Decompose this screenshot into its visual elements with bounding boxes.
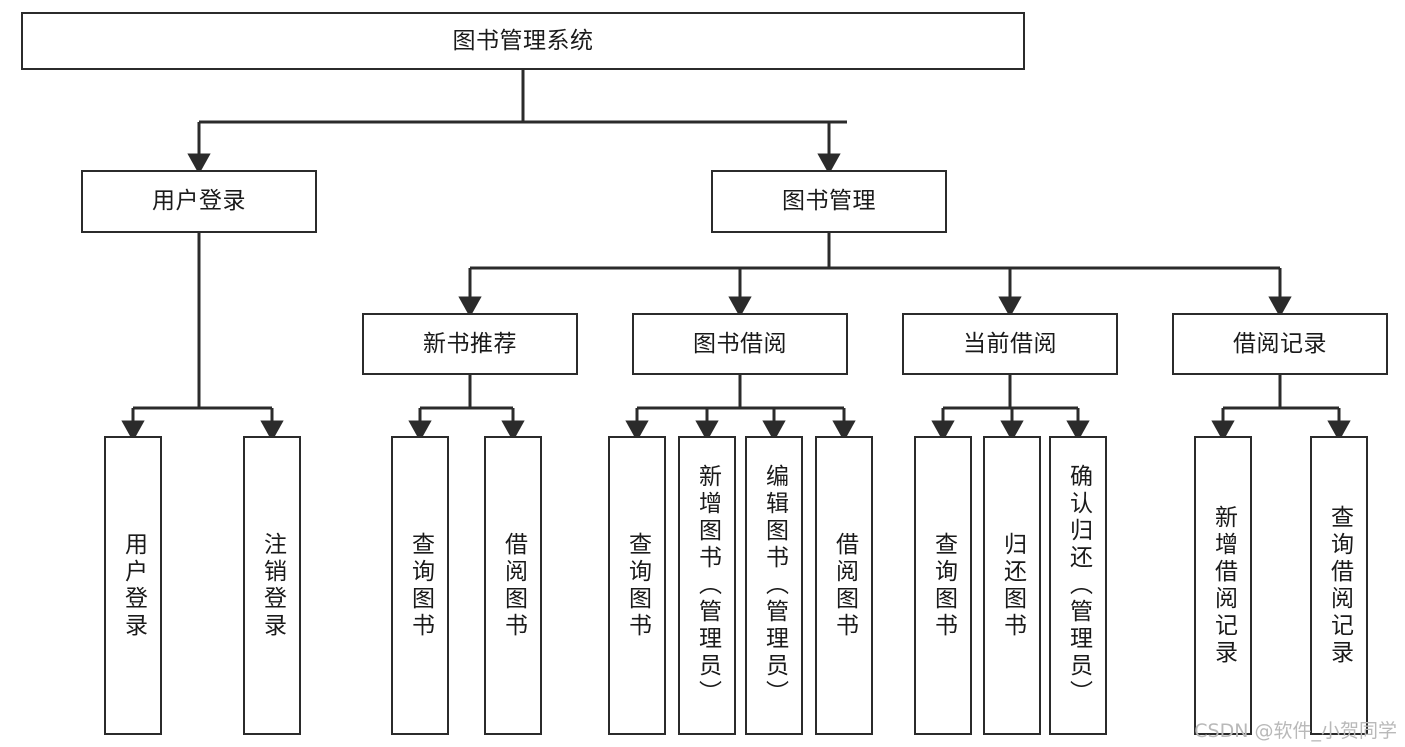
- node-leaf-edit-book[interactable]: 编辑图书（管理员）: [745, 436, 803, 735]
- node-leaf-confirm-return[interactable]: 确认归还（管理员）: [1049, 436, 1107, 735]
- node-book-manage[interactable]: 图书管理: [711, 170, 947, 233]
- node-leaf-borrow-book-1[interactable]: 借阅图书: [484, 436, 542, 735]
- node-new-book-recommend-label: 新书推荐: [423, 330, 517, 357]
- node-leaf-user-logout[interactable]: 注销登录: [243, 436, 301, 735]
- node-leaf-borrow-book-1-label: 借阅图书: [500, 531, 527, 640]
- node-leaf-borrow-book-2[interactable]: 借阅图书: [815, 436, 873, 735]
- node-current-borrow-label: 当前借阅: [963, 330, 1057, 357]
- node-leaf-add-book-label: 新增图书（管理员）: [694, 464, 721, 707]
- node-leaf-add-record[interactable]: 新增借阅记录: [1194, 436, 1252, 735]
- node-leaf-query-book-3[interactable]: 查询图书: [914, 436, 972, 735]
- node-user-login-label: 用户登录: [152, 188, 246, 215]
- node-book-borrow[interactable]: 图书借阅: [632, 313, 848, 375]
- node-leaf-user-login-label: 用户登录: [120, 531, 147, 640]
- node-leaf-query-book-2-label: 查询图书: [624, 531, 651, 640]
- node-new-book-recommend[interactable]: 新书推荐: [362, 313, 578, 375]
- node-leaf-return-book-label: 归还图书: [999, 531, 1026, 640]
- node-leaf-query-book-1-label: 查询图书: [407, 531, 434, 640]
- node-user-login[interactable]: 用户登录: [81, 170, 317, 233]
- node-leaf-query-book-2[interactable]: 查询图书: [608, 436, 666, 735]
- node-leaf-query-book-1[interactable]: 查询图书: [391, 436, 449, 735]
- node-book-manage-label: 图书管理: [782, 188, 876, 215]
- node-leaf-confirm-return-label: 确认归还（管理员）: [1065, 464, 1092, 707]
- node-leaf-add-book[interactable]: 新增图书（管理员）: [678, 436, 736, 735]
- node-leaf-query-record[interactable]: 查询借阅记录: [1310, 436, 1368, 735]
- node-leaf-borrow-book-2-label: 借阅图书: [831, 531, 858, 640]
- node-leaf-user-login[interactable]: 用户登录: [104, 436, 162, 735]
- node-root-system[interactable]: 图书管理系统: [21, 12, 1025, 70]
- node-leaf-edit-book-label: 编辑图书（管理员）: [761, 464, 788, 707]
- node-leaf-query-book-3-label: 查询图书: [930, 531, 957, 640]
- node-leaf-add-record-label: 新增借阅记录: [1210, 504, 1237, 667]
- node-current-borrow[interactable]: 当前借阅: [902, 313, 1118, 375]
- node-book-borrow-label: 图书借阅: [693, 330, 787, 357]
- node-leaf-query-record-label: 查询借阅记录: [1326, 504, 1353, 667]
- node-leaf-return-book[interactable]: 归还图书: [983, 436, 1041, 735]
- node-borrow-record[interactable]: 借阅记录: [1172, 313, 1388, 375]
- node-leaf-user-logout-label: 注销登录: [259, 531, 286, 640]
- node-borrow-record-label: 借阅记录: [1233, 330, 1327, 357]
- node-root-label: 图书管理系统: [452, 27, 594, 54]
- csdn-watermark: CSDN @软件_小贺同学: [1194, 720, 1397, 742]
